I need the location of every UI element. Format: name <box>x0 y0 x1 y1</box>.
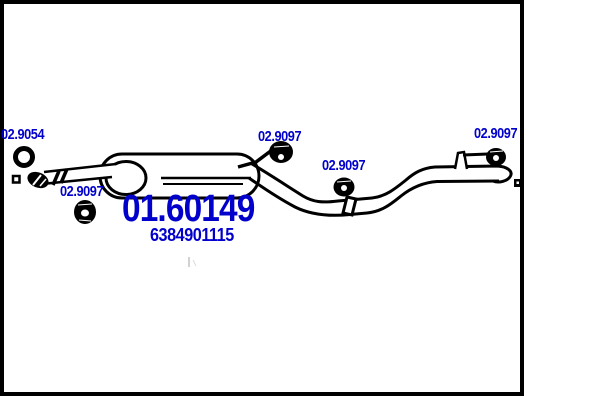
label-oem-reference-number[interactable]: 6384901115 <box>150 225 234 245</box>
rubber-hanger-front <box>74 200 96 224</box>
gasket-ring <box>13 146 35 168</box>
tail-pipe-clamp <box>341 195 358 217</box>
tail-pipe-bottom-edge <box>248 176 500 217</box>
label-main-part-number[interactable]: 01.60149 <box>122 188 255 230</box>
tail-pipe-top-edge <box>251 162 513 204</box>
rubber-hanger-mid-left <box>269 141 293 163</box>
front-clamp-tick-2 <box>59 168 69 184</box>
tailpipe-end-marker-hole <box>516 181 519 184</box>
image-frame <box>0 0 524 396</box>
rubber-hanger-mid-right <box>333 177 355 197</box>
front-flange-highlight-2 <box>39 178 47 187</box>
front-pipe-fill <box>42 164 116 184</box>
rubber-hanger-rear <box>486 148 506 166</box>
label-hanger-rear-part-number[interactable]: 02.9097 <box>474 125 518 142</box>
front-pipe-top-edge <box>43 162 117 174</box>
label-gasket-part-number[interactable]: 02.9054 <box>1 126 45 143</box>
label-hanger-front-part-number[interactable]: 02.9097 <box>60 183 104 200</box>
label-hanger-mid-right-part-number[interactable]: 02.9097 <box>322 157 366 174</box>
front-square-marker <box>11 174 21 184</box>
faint-tick-mark <box>188 257 197 267</box>
front-flange-highlight <box>32 174 42 186</box>
rear-hanger-rod <box>462 152 489 157</box>
front-clamp-tick-1 <box>51 170 61 186</box>
hanger-rod-mid <box>237 148 274 169</box>
label-hanger-mid-left-part-number[interactable]: 02.9097 <box>258 128 302 145</box>
